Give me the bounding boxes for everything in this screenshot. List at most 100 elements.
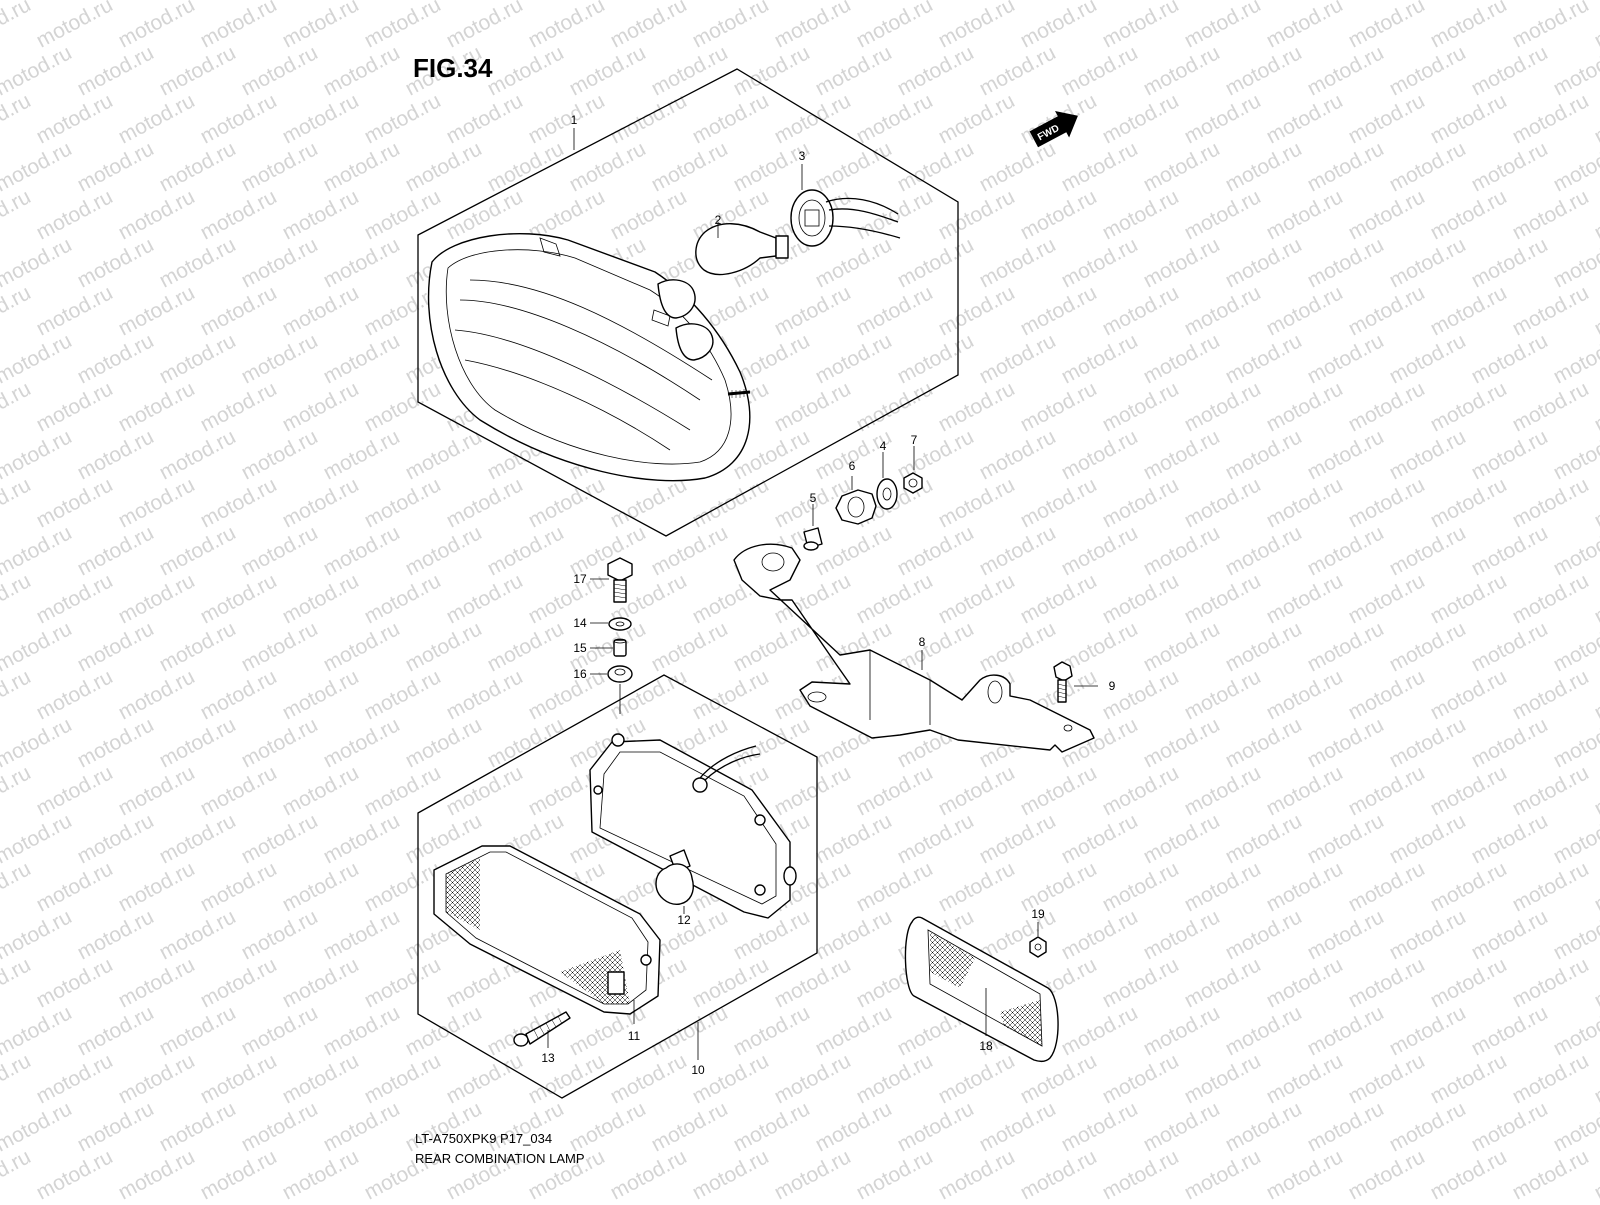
watermark-text: motod.ru: [1181, 0, 1265, 52]
watermark-text: motod.ru: [1099, 281, 1183, 340]
watermark-text: motod.ru: [115, 857, 199, 916]
watermark-text: motod.ru: [484, 137, 568, 196]
watermark-text: motod.ru: [730, 137, 814, 196]
watermark-text: motod.ru: [197, 665, 281, 724]
watermark-text: motod.ru: [361, 857, 445, 916]
watermark-text: motod.ru: [238, 521, 322, 580]
watermark-text: motod.ru: [1591, 185, 1600, 244]
watermark-text: motod.ru: [853, 857, 937, 916]
tail-lamp-assembly: [417, 68, 959, 537]
bracket-assembly: [733, 446, 1098, 753]
watermark-text: motod.ru: [1304, 617, 1388, 676]
watermark-text: motod.ru: [935, 857, 1019, 916]
watermark-text: motod.ru: [197, 761, 281, 820]
watermark-text: motod.ru: [1591, 281, 1600, 340]
watermark-text: motod.ru: [115, 185, 199, 244]
lamp-housing: [589, 733, 797, 919]
watermark-text: motod.ru: [1181, 377, 1265, 436]
watermark-text: motod.ru: [1222, 233, 1306, 292]
watermark-text: motod.ru: [1468, 809, 1552, 868]
watermark-text: motod.ru: [1099, 1145, 1183, 1200]
watermark-text: motod.ru: [115, 0, 199, 52]
watermark-text: motod.ru: [33, 665, 117, 724]
watermark-text: motod.ru: [1550, 41, 1600, 100]
watermark-text: motod.ru: [156, 41, 240, 100]
watermark-text: motod.ru: [1304, 1097, 1388, 1156]
watermark-text: motod.ru: [74, 713, 158, 772]
watermark-text: motod.ru: [320, 137, 404, 196]
watermark-text: motod.ru: [1181, 665, 1265, 724]
watermark-text: motod.ru: [1304, 809, 1388, 868]
watermark-text: motod.ru: [730, 41, 814, 100]
watermark-text: motod.ru: [1140, 329, 1224, 388]
watermark-text: motod.ru: [238, 425, 322, 484]
watermark-text: motod.ru: [812, 329, 896, 388]
watermark-text: motod.ru: [1591, 1049, 1600, 1108]
watermark-text: motod.ru: [1427, 953, 1511, 1012]
watermark-text: motod.ru: [1345, 0, 1429, 52]
watermark-text: motod.ru: [935, 1049, 1019, 1108]
watermark-text: motod.ru: [1591, 761, 1600, 820]
watermark-text: motod.ru: [607, 473, 691, 532]
watermark-text: motod.ru: [771, 377, 855, 436]
watermark-text: motod.ru: [320, 1001, 404, 1060]
watermark-text: motod.ru: [1263, 953, 1347, 1012]
watermark-text: motod.ru: [1058, 425, 1142, 484]
callout-label: 7: [911, 433, 918, 447]
watermark-text: motod.ru: [1304, 1001, 1388, 1060]
watermark-text: motod.ru: [33, 377, 117, 436]
watermark-text: motod.ru: [1468, 41, 1552, 100]
watermark-text: motod.ru: [1427, 473, 1511, 532]
watermark-text: motod.ru: [1427, 89, 1511, 148]
watermark-text: motod.ru: [1468, 713, 1552, 772]
watermark-text: motod.ru: [33, 0, 117, 52]
callout-label: 3: [799, 149, 806, 163]
watermark-text: motod.ru: [1345, 473, 1429, 532]
watermark-text: motod.ru: [115, 665, 199, 724]
watermark-text: motod.ru: [1058, 521, 1142, 580]
watermark-text: motod.ru: [812, 137, 896, 196]
callout-label: 10: [691, 1063, 705, 1077]
watermark-text: motod.ru: [1386, 905, 1470, 964]
watermark-text: motod.ru: [156, 1097, 240, 1156]
watermark-text: motod.ru: [1058, 905, 1142, 964]
watermark-text: motod.ru: [115, 761, 199, 820]
watermark-text: motod.ru: [156, 617, 240, 676]
watermark-text: motod.ru: [1509, 377, 1593, 436]
watermark-text: motod.ru: [1591, 377, 1600, 436]
watermark-text: motod.ru: [1263, 185, 1347, 244]
watermark-text: motod.ru: [935, 569, 1019, 628]
watermark-text: motod.ru: [976, 329, 1060, 388]
watermark-text: motod.ru: [976, 1097, 1060, 1156]
watermark-text: motod.ru: [0, 185, 35, 244]
watermark-text: motod.ru: [320, 521, 404, 580]
callout-label: 16: [573, 667, 587, 681]
watermark-text: motod.ru: [894, 233, 978, 292]
watermark-text: motod.ru: [443, 665, 527, 724]
figure-caption: REAR COMBINATION LAMP: [415, 1151, 585, 1166]
watermark-text: motod.ru: [1181, 1049, 1265, 1108]
watermark-text: motod.ru: [1591, 953, 1600, 1012]
watermark-text: motod.ru: [976, 617, 1060, 676]
watermark-text: motod.ru: [361, 953, 445, 1012]
callout-label: 6: [849, 459, 856, 473]
watermark-text: motod.ru: [197, 1049, 281, 1108]
bulb-icon: [695, 223, 789, 276]
watermark-text: motod.ru: [1550, 1097, 1600, 1156]
watermark-text: motod.ru: [115, 569, 199, 628]
watermark-text: motod.ru: [812, 809, 896, 868]
watermark-text: motod.ru: [156, 329, 240, 388]
watermark-text: motod.ru: [0, 425, 76, 484]
nut-icon: [1029, 936, 1047, 958]
watermark-text: motod.ru: [1509, 1145, 1593, 1200]
watermark-text: motod.ru: [156, 905, 240, 964]
watermark-text: motod.ru: [279, 761, 363, 820]
watermark-text: motod.ru: [1058, 1001, 1142, 1060]
watermark-text: motod.ru: [976, 137, 1060, 196]
watermark-text: motod.ru: [771, 1049, 855, 1108]
brake-lamp-assembly-boundary: [417, 674, 818, 1099]
watermark-text: motod.ru: [1591, 473, 1600, 532]
watermark-text: motod.ru: [689, 1049, 773, 1108]
watermark-text: motod.ru: [1550, 617, 1600, 676]
watermark-text: motod.ru: [1263, 377, 1347, 436]
